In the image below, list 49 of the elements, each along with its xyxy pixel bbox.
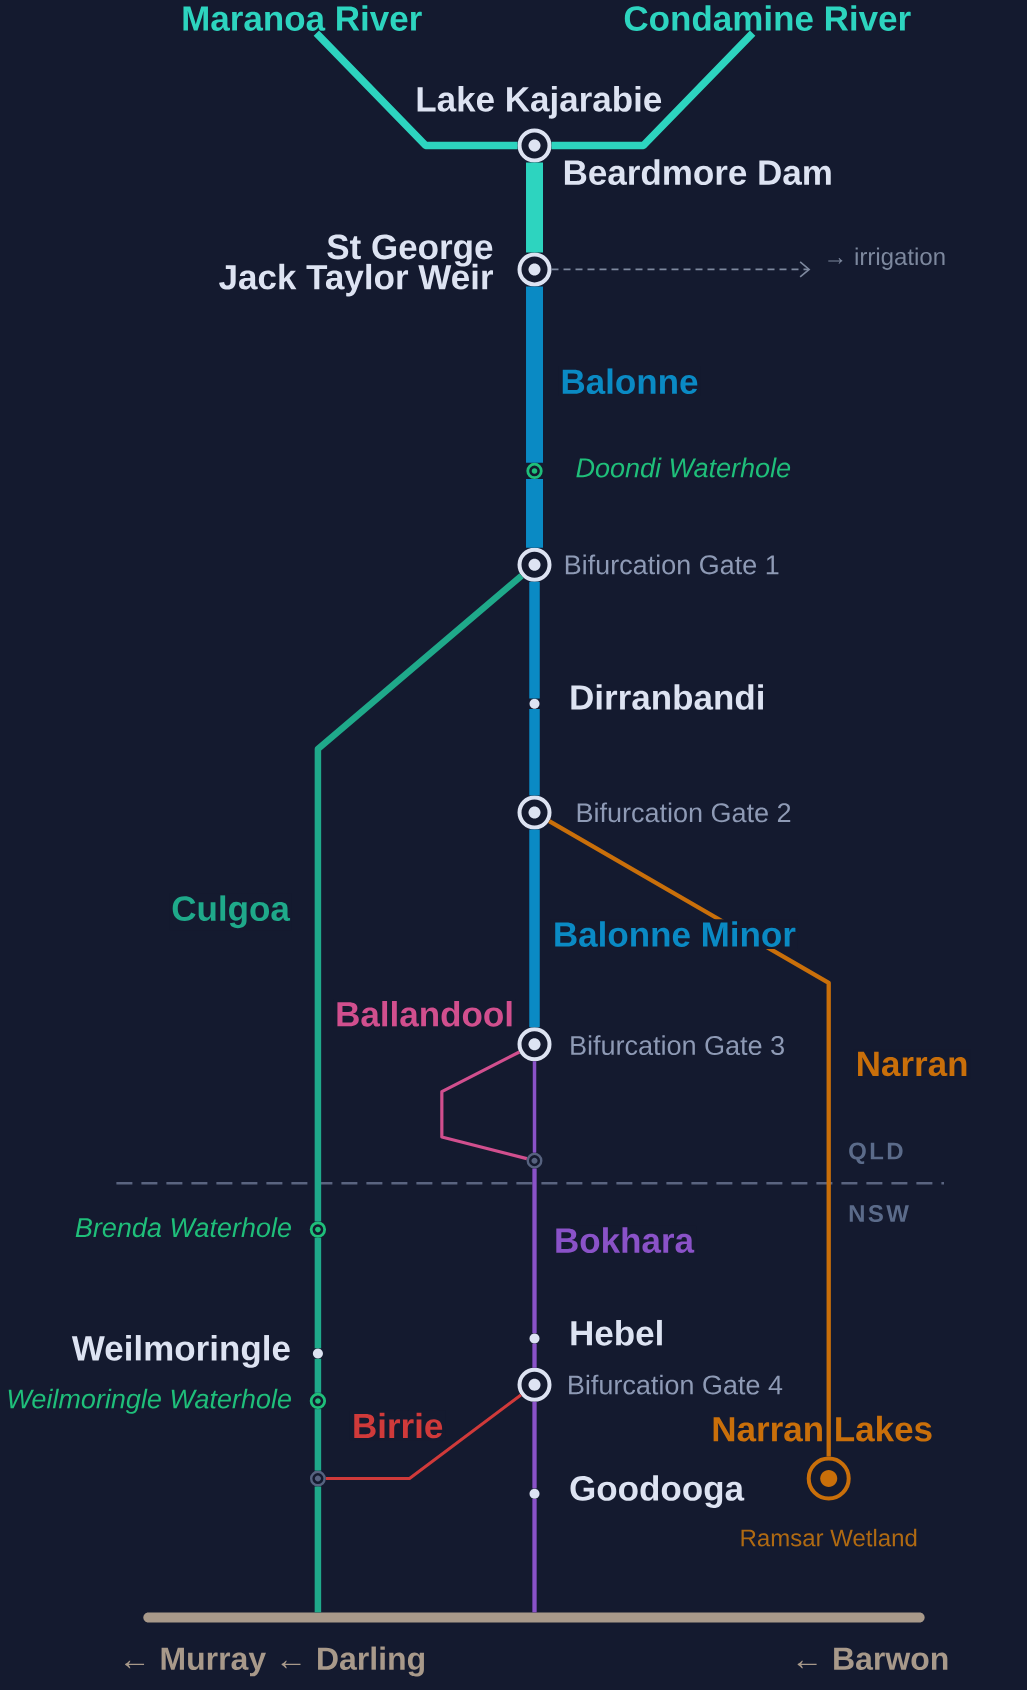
river-line [526, 479, 543, 548]
waterhole-label: Weilmoringle Waterhole [8, 1388, 291, 1414]
junction-marker [526, 1152, 543, 1169]
town-label: Dirranbandi [571, 684, 763, 710]
gate-label: Bifurcation Gate 1 [565, 554, 779, 575]
river-line [529, 708, 540, 796]
town-label: Goodooga [570, 1475, 745, 1508]
river-label: ← Barwon [797, 1647, 948, 1671]
lake-label: Narran Lakes [713, 1415, 932, 1442]
river-label: Balonne [558, 366, 701, 397]
river-line [526, 162, 543, 253]
gate-label: Bifurcation Gate 4 [569, 1374, 783, 1395]
waterhole-label: Doondi Waterhole [576, 457, 791, 478]
town-label: Weilmoringle [71, 1335, 290, 1368]
river-line [314, 573, 524, 1222]
river-line [532, 1498, 537, 1613]
river-line [532, 1343, 537, 1368]
river-line [532, 1168, 537, 1334]
place-label: Ramsar Wetland [741, 1528, 917, 1547]
station-label: Beardmore Dam [564, 159, 831, 186]
river-line [532, 1401, 537, 1489]
river-label: Condamine River [624, 5, 911, 31]
river-label: Ballandool [333, 998, 516, 1029]
state-label: NSW [849, 1205, 909, 1223]
lake-label: Lake Kajarabie [417, 86, 662, 119]
river-line [532, 1061, 537, 1153]
river-label: Narran [853, 1049, 971, 1079]
gate-label: Bifurcation Gate 2 [577, 802, 791, 823]
flow-label: → irrigation [828, 247, 945, 270]
river-label: Bokhara [551, 1225, 696, 1255]
river-line [314, 1486, 322, 1613]
junction-marker [309, 1470, 326, 1487]
river-label: Culgoa [169, 893, 292, 931]
river-line [526, 286, 543, 463]
gate-label: Bifurcation Gate 3 [571, 1035, 784, 1056]
river-label: Birrie [349, 1410, 446, 1441]
river-line [314, 1237, 322, 1349]
river-label: Maranoa River [183, 5, 422, 31]
waterhole-label: Brenda Waterhole [75, 1217, 291, 1238]
river-line [325, 1393, 522, 1481]
river-label: Balonne Minor [550, 919, 798, 949]
arrow [550, 261, 811, 278]
town-label: Hebel [571, 1319, 662, 1346]
river-line [529, 829, 540, 1028]
river-line [548, 819, 831, 1457]
state-label: QLD [849, 1142, 903, 1165]
river-line [440, 1050, 528, 1161]
river-label: ← Murray ← Darling [125, 1646, 425, 1677]
river-line [529, 581, 540, 699]
